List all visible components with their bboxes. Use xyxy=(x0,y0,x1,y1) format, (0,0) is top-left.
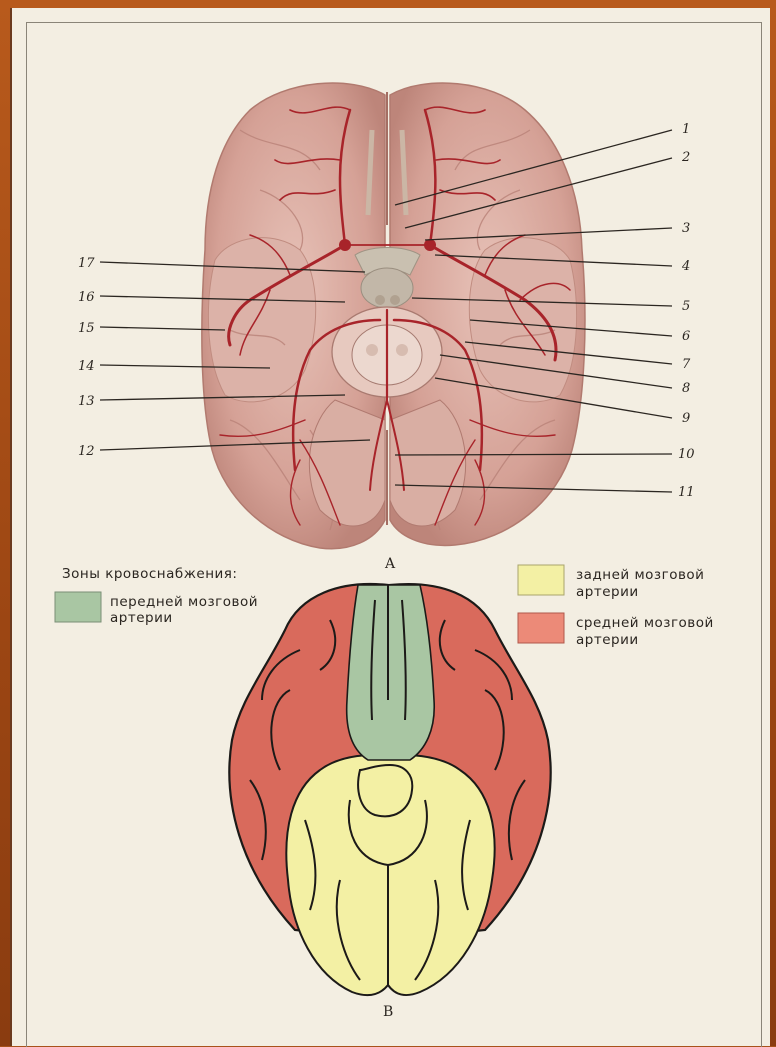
legend-middle-line1: средней мозговой xyxy=(576,615,714,631)
legend-anterior-line1: передней мозговой xyxy=(110,594,258,610)
section-spot xyxy=(366,344,378,356)
legend-title: Зоны кровоснабжения: xyxy=(62,566,237,582)
label-3: 3 xyxy=(682,221,690,236)
label-14: 14 xyxy=(78,359,95,374)
mammillary-body-right xyxy=(390,295,400,305)
legend-anterior-line2: артерии xyxy=(110,610,173,626)
legend-middle-line2: артерии xyxy=(576,632,639,648)
label-9: 9 xyxy=(682,411,690,426)
mammillary-bodies xyxy=(375,295,385,305)
label-7: 7 xyxy=(682,357,691,372)
label-1: 1 xyxy=(682,122,690,137)
labels-right: 1 2 3 4 5 6 7 8 9 10 11 xyxy=(678,122,695,500)
label-12: 12 xyxy=(78,444,95,459)
label-16: 16 xyxy=(78,290,95,305)
anterior-zone xyxy=(347,585,435,760)
label-13: 13 xyxy=(78,394,95,409)
label-17: 17 xyxy=(78,256,95,271)
legend-posterior-line1: задней мозговой xyxy=(576,567,704,583)
legend-swatch-anterior xyxy=(55,592,101,622)
right-temporal-lobe xyxy=(469,238,576,402)
label-11: 11 xyxy=(678,485,695,500)
label-4: 4 xyxy=(681,259,690,274)
figure-a-caption: A xyxy=(384,556,396,572)
internal-carotid-right xyxy=(424,239,436,251)
brain-base-drawing xyxy=(202,83,585,549)
labels-left: 17 16 15 14 13 12 xyxy=(78,256,95,459)
label-8: 8 xyxy=(682,381,690,396)
internal-carotid-left xyxy=(339,239,351,251)
figure-b-caption: B xyxy=(383,1004,393,1020)
legend-posterior-line2: артерии xyxy=(576,584,639,600)
legend-swatch-middle xyxy=(518,613,564,643)
label-2: 2 xyxy=(681,150,690,165)
label-5: 5 xyxy=(682,299,690,314)
legend-swatch-posterior xyxy=(518,565,564,595)
label-15: 15 xyxy=(78,321,95,336)
label-10: 10 xyxy=(678,447,695,462)
pituitary-stalk xyxy=(361,268,413,308)
label-6: 6 xyxy=(682,329,690,344)
zones-diagram xyxy=(229,584,550,995)
posterior-zone xyxy=(286,755,494,995)
section-spot xyxy=(396,344,408,356)
